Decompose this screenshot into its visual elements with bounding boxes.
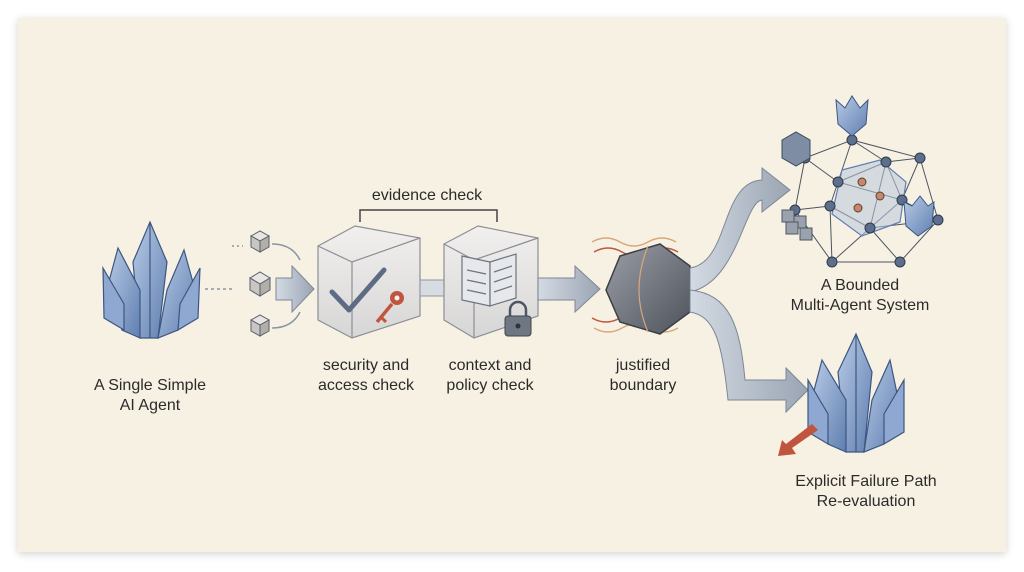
failure-label: Explicit Failure Path Re-evaluation	[795, 473, 937, 510]
lock-icon	[504, 300, 532, 337]
key-icon	[375, 291, 404, 324]
cube-connector	[419, 279, 445, 297]
input-connector-lines	[205, 243, 301, 329]
document-icon	[461, 253, 517, 307]
failure-crystal-icon	[807, 332, 905, 453]
input-cube-top-icon	[249, 230, 271, 253]
agent-label: A Single Simple AI Agent	[70, 356, 230, 416]
agent-label-line1: A Single Simple AI Agent	[93, 377, 207, 414]
input-cube-bottom-icon	[249, 314, 271, 337]
evidence-bracket	[359, 209, 498, 222]
evidence-label: evidence check	[371, 187, 483, 204]
arrow-to-boundary	[537, 264, 601, 314]
security-label: security and access check	[317, 357, 415, 394]
failure-arrow-icon	[778, 424, 818, 456]
arrow-to-security	[275, 264, 315, 314]
security-cube-icon	[317, 225, 421, 339]
multi-agent-label: A Bounded Multi-Agent System	[790, 277, 930, 314]
agent-crystal-icon	[102, 220, 201, 339]
boundary-label: justified boundary	[609, 357, 677, 394]
context-label: context and policy check	[446, 357, 534, 394]
boundary-hexagon-icon	[605, 243, 691, 335]
multi-agent-network-icon	[781, 95, 944, 268]
input-cube-middle-icon	[249, 271, 271, 297]
path-to-multi-agent	[689, 166, 791, 293]
